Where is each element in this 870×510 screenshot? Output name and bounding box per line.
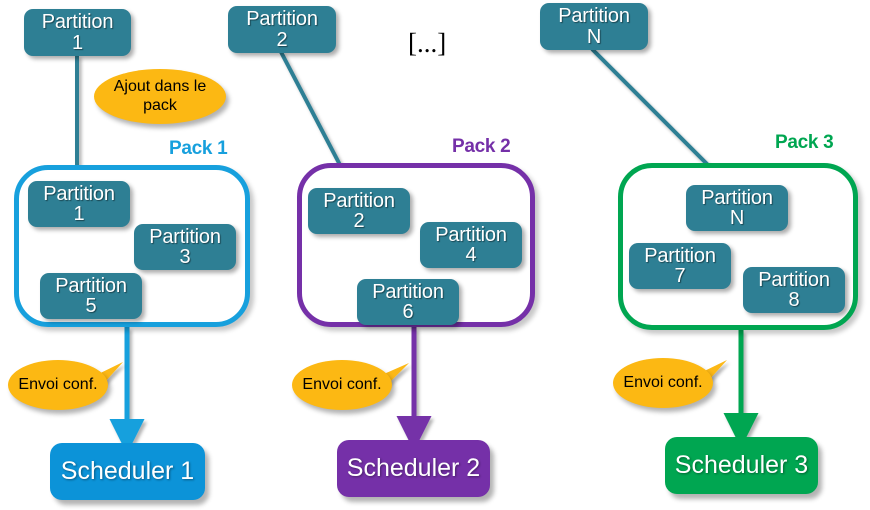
scheduler-label-3: Scheduler 3	[674, 451, 809, 479]
callout-send-conf-3-label: Envoi conf.	[623, 373, 703, 391]
pack2-partition-chip-6[interactable]: Partition 6	[357, 279, 459, 325]
scheduler-box-2[interactable]: Scheduler 2	[337, 440, 490, 497]
partition-label-line2: 3	[179, 246, 191, 268]
pack3-partition-chip-N[interactable]: Partition N	[686, 185, 788, 231]
partition-label-line2: 8	[788, 289, 800, 311]
partition-chip-top-1[interactable]: Partition 1	[24, 9, 131, 56]
partition-label-line1: Partition	[435, 223, 507, 246]
callout-send-conf-1-label: Envoi conf.	[18, 375, 98, 393]
callout-send-conf-1: Envoi conf.	[8, 360, 108, 410]
partition-label-line1: Partition	[43, 182, 115, 205]
pack2-partition-chip-4[interactable]: Partition 4	[420, 222, 522, 268]
partition-label-line1: Partition	[701, 186, 773, 209]
partition-label-line1: Partition	[372, 280, 444, 303]
partition-label-line1: Partition	[758, 268, 830, 291]
partition-label-line2: 4	[465, 244, 477, 266]
pack3-partition-chip-8[interactable]: Partition 8	[743, 267, 845, 313]
partition-label-line1: Partition	[149, 225, 221, 248]
scheduler-box-1[interactable]: Scheduler 1	[50, 443, 205, 500]
callout-send-conf-2-label: Envoi conf.	[302, 375, 382, 393]
partition-label-line1: Partition	[644, 244, 716, 267]
pack-label-1: Pack 1	[169, 138, 228, 159]
partition-label-line2: 2	[276, 28, 288, 51]
partition-label-line2: 1	[72, 31, 83, 54]
partition-label-line2: 5	[85, 295, 97, 317]
partition-label-line1: Partition	[55, 274, 127, 297]
pack1-partition-chip-1[interactable]: Partition 1	[28, 181, 130, 227]
partition-label-line2: N	[586, 25, 602, 48]
ellipsis-text: [...]	[408, 28, 447, 58]
pack1-partition-chip-5[interactable]: Partition 5	[40, 273, 142, 319]
scheduler-label-2: Scheduler 2	[346, 454, 481, 482]
partition-label-line2: N	[729, 207, 745, 229]
callout-add-to-pack-line2: pack	[143, 96, 177, 114]
partition-label-line1: Partition	[323, 189, 395, 212]
pack2-partition-chip-2[interactable]: Partition 2	[308, 188, 410, 234]
partition-chip-top-N[interactable]: Partition N	[540, 3, 648, 50]
partition-label-line1: Partition	[41, 11, 114, 34]
callout-add-to-pack-line1: Ajout dans le	[113, 78, 207, 96]
scheduler-label-1: Scheduler 1	[60, 457, 195, 485]
callout-send-conf-2: Envoi conf.	[292, 360, 392, 410]
partition-label-line2: 1	[73, 203, 85, 225]
partition-label-line2: 2	[353, 210, 365, 232]
partition-chip-top-2[interactable]: Partition 2	[228, 6, 336, 53]
scheduler-box-3[interactable]: Scheduler 3	[665, 437, 818, 494]
partition-label-line2: 6	[402, 301, 414, 323]
pack1-partition-chip-3[interactable]: Partition 3	[134, 224, 236, 270]
pack-label-2: Pack 2	[452, 136, 511, 157]
pack-label-3: Pack 3	[775, 132, 834, 153]
partition-label-line1: Partition	[558, 5, 630, 28]
partition-label-line1: Partition	[246, 8, 318, 31]
pack3-partition-chip-7[interactable]: Partition 7	[629, 243, 731, 289]
callout-add-to-pack: Ajout dans le pack	[94, 69, 226, 124]
partition-label-line2: 7	[674, 265, 686, 287]
callout-send-conf-3: Envoi conf.	[613, 358, 713, 408]
